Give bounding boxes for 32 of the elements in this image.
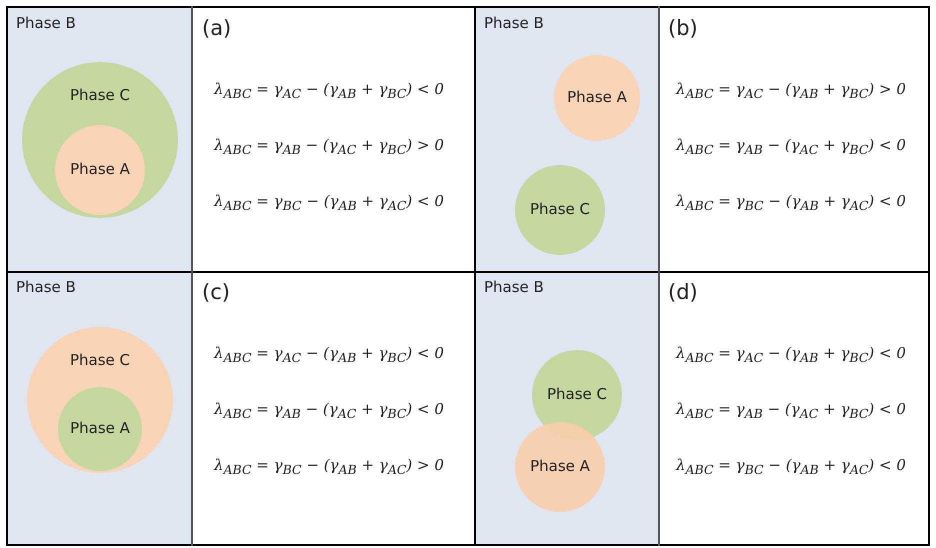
equation: λ$_{ABC}$ = γ$_{AB}$ − (γ$_{AC}$ + γ$_{BC}$) < 0 bbox=[676, 400, 906, 421]
phase-label: Phase A bbox=[69, 419, 131, 437]
equation: λ$_{ABC}$ = γ$_{AB}$ − (γ$_{AC}$ + γ$_{BC}$) < 0 bbox=[214, 400, 444, 421]
panel-letter: (a) bbox=[202, 16, 232, 40]
equation: λ$_{ABC}$ = γ$_{AC}$ − (γ$_{AB}$ + γ$_{BC}$) < 0 bbox=[676, 344, 906, 365]
phase-region bbox=[8, 272, 192, 545]
phase-region bbox=[476, 8, 659, 272]
phase-label: Phase C bbox=[528, 200, 592, 218]
panel-letter: (b) bbox=[668, 16, 698, 40]
phase-label: Phase A bbox=[69, 160, 131, 178]
phase-label: Phase B bbox=[16, 14, 76, 32]
phase-region bbox=[476, 272, 659, 545]
phase-label: Phase B bbox=[484, 14, 544, 32]
equation: λ$_{ABC}$ = γ$_{AC}$ − (γ$_{AB}$ + γ$_{BC}$) > 0 bbox=[676, 80, 906, 101]
equation: λ$_{ABC}$ = γ$_{AC}$ − (γ$_{AB}$ + γ$_{BC}$) < 0 bbox=[214, 80, 444, 101]
panel-letter: (d) bbox=[668, 280, 698, 304]
phase-region bbox=[8, 8, 192, 272]
phase-label: Phase A bbox=[529, 457, 591, 475]
phase-label: Phase C bbox=[68, 86, 132, 104]
panel-letter: (c) bbox=[202, 280, 230, 304]
phase-label: Phase A bbox=[566, 88, 628, 106]
equation: λ$_{ABC}$ = γ$_{AC}$ − (γ$_{AB}$ + γ$_{BC}$) < 0 bbox=[214, 344, 444, 365]
equation: λ$_{ABC}$ = γ$_{AB}$ − (γ$_{AC}$ + γ$_{BC}$) > 0 bbox=[214, 136, 444, 157]
phase-label: Phase C bbox=[546, 385, 608, 403]
equation: λ$_{ABC}$ = γ$_{BC}$ − (γ$_{AB}$ + γ$_{AC}$) < 0 bbox=[676, 456, 906, 477]
equation: λ$_{ABC}$ = γ$_{AB}$ − (γ$_{AC}$ + γ$_{BC}$) < 0 bbox=[676, 136, 906, 157]
phase-label: Phase B bbox=[484, 278, 544, 296]
phase-label: Phase C bbox=[68, 351, 132, 369]
equation: λ$_{ABC}$ = γ$_{BC}$ − (γ$_{AB}$ + γ$_{AC}$) < 0 bbox=[676, 192, 906, 213]
phase-label: Phase B bbox=[16, 278, 76, 296]
equation: λ$_{ABC}$ = γ$_{BC}$ − (γ$_{AB}$ + γ$_{AC}$) < 0 bbox=[214, 192, 444, 213]
equation: λ$_{ABC}$ = γ$_{BC}$ − (γ$_{AB}$ + γ$_{AC}$) > 0 bbox=[214, 456, 444, 477]
